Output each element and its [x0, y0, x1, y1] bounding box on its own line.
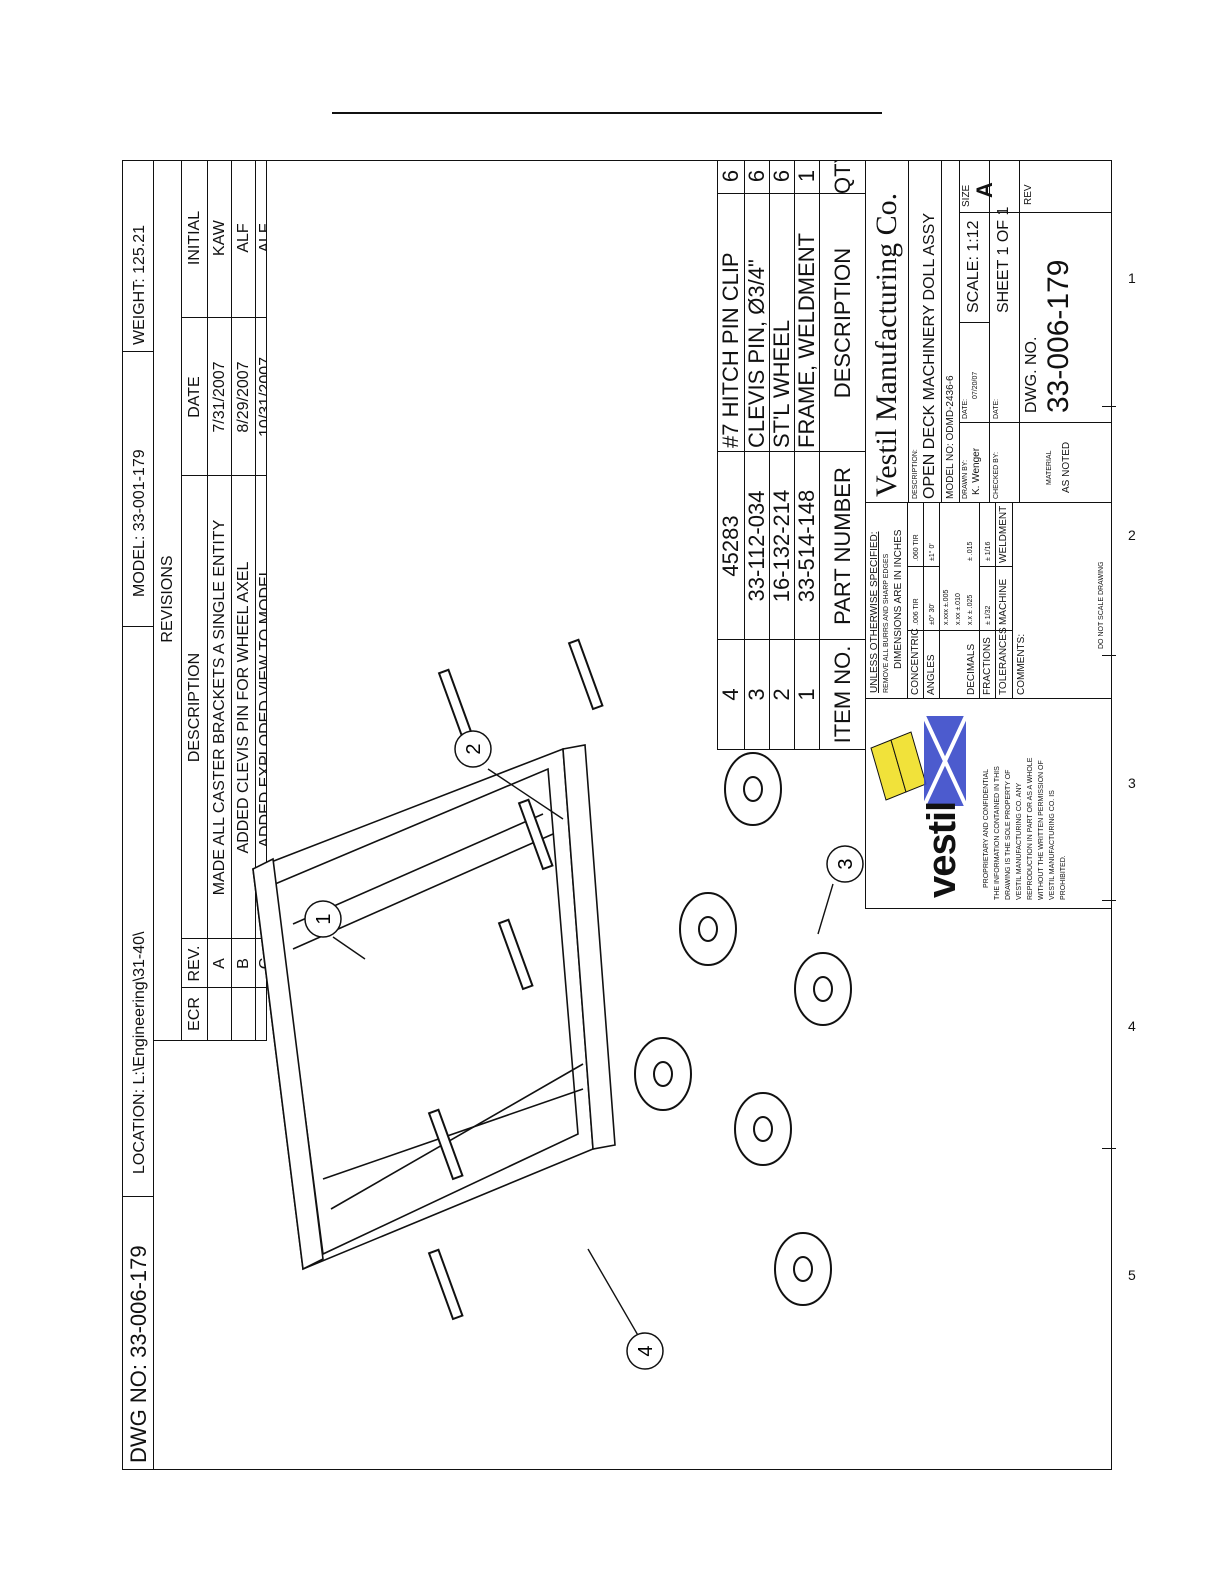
drawing-frame: DWG NO: 33-006-179 LOCATION: L:\Engineer…: [122, 160, 1112, 1470]
balloon-4: 4: [635, 1345, 657, 1356]
zone-2: 2: [1128, 527, 1136, 543]
zone-tick: [1102, 900, 1116, 901]
clevis-pins: [427, 638, 604, 1321]
wheels: [634, 752, 852, 1306]
leader-lines: [332, 768, 834, 1345]
zone-1: 1: [1128, 270, 1136, 286]
exploded-view: 4 1 2 3: [252, 638, 864, 1370]
balloon-1: 1: [313, 913, 335, 924]
vestil-logo: [870, 715, 968, 807]
balloon-3: 3: [835, 858, 857, 869]
title-block: vestil PROPRIETARY AND CONFIDENTIAL THE …: [865, 160, 1112, 909]
zone-tick: [1102, 1148, 1116, 1149]
top-rule: [332, 112, 882, 114]
item-balloons: 4 1 2 3: [304, 730, 864, 1370]
frame-weldment: [252, 744, 616, 1271]
rotated-drawing: DWG NO: 33-006-179 LOCATION: L:\Engineer…: [122, 160, 1112, 1470]
zone-5: 5: [1128, 1267, 1136, 1283]
zone-tick: [1102, 406, 1116, 407]
zone-4: 4: [1128, 1018, 1136, 1034]
zone-3: 3: [1128, 775, 1136, 791]
zone-tick: [1102, 655, 1116, 656]
balloon-2: 2: [463, 743, 485, 754]
logo-panel: vestil PROPRIETARY AND CONFIDENTIAL THE …: [866, 698, 1112, 908]
